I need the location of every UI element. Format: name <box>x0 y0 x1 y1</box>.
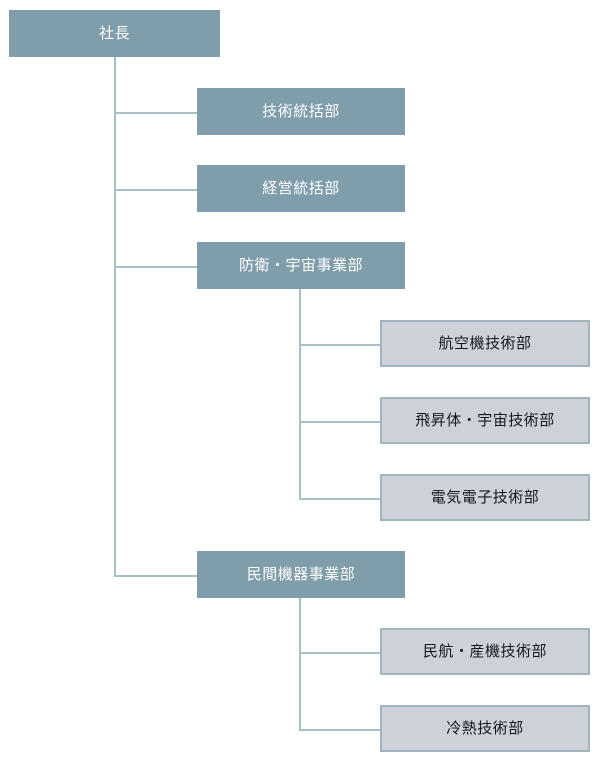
org-node-division-0[interactable]: 技術統括部 <box>197 88 405 135</box>
connector-dept-branch-3-1 <box>299 729 380 731</box>
connector-dept-branch-3-0 <box>299 652 380 654</box>
connector-root-trunk <box>114 57 116 575</box>
node-label: 防衛・宇宙事業部 <box>238 256 363 274</box>
connector-dept-branch-2-2 <box>299 498 380 500</box>
node-label: 経営統括部 <box>262 179 340 197</box>
connector-dept-branch-2-1 <box>299 421 380 423</box>
org-node-department-3-1[interactable]: 冷熱技術部 <box>380 705 590 752</box>
org-node-division-2[interactable]: 防衛・宇宙事業部 <box>197 242 405 289</box>
connector-root-branch-3 <box>114 575 197 577</box>
connector-root-branch-0 <box>114 112 197 114</box>
node-label: 電気電子技術部 <box>430 488 540 506</box>
node-label: 社長 <box>98 24 130 42</box>
org-node-division-3[interactable]: 民間機器事業部 <box>197 551 405 598</box>
connector-dept-branch-2-0 <box>299 344 380 346</box>
node-label: 民間機器事業部 <box>246 565 356 583</box>
org-node-department-3-0[interactable]: 民航・産機技術部 <box>380 628 590 675</box>
node-label: 民航・産機技術部 <box>422 642 547 660</box>
connector-root-branch-1 <box>114 189 197 191</box>
org-node-department-2-1[interactable]: 飛昇体・宇宙技術部 <box>380 397 590 444</box>
node-label: 冷熱技術部 <box>446 719 524 737</box>
connector-division-trunk-2 <box>299 289 301 498</box>
org-node-root[interactable]: 社長 <box>9 10 220 57</box>
node-label: 航空機技術部 <box>438 334 532 352</box>
node-label: 技術統括部 <box>262 102 340 120</box>
org-node-division-1[interactable]: 経営統括部 <box>197 165 405 212</box>
org-node-department-2-2[interactable]: 電気電子技術部 <box>380 474 590 521</box>
connector-root-branch-2 <box>114 266 197 268</box>
connector-division-trunk-3 <box>299 598 301 729</box>
node-label: 飛昇体・宇宙技術部 <box>415 411 555 429</box>
org-node-department-2-0[interactable]: 航空機技術部 <box>380 320 590 367</box>
